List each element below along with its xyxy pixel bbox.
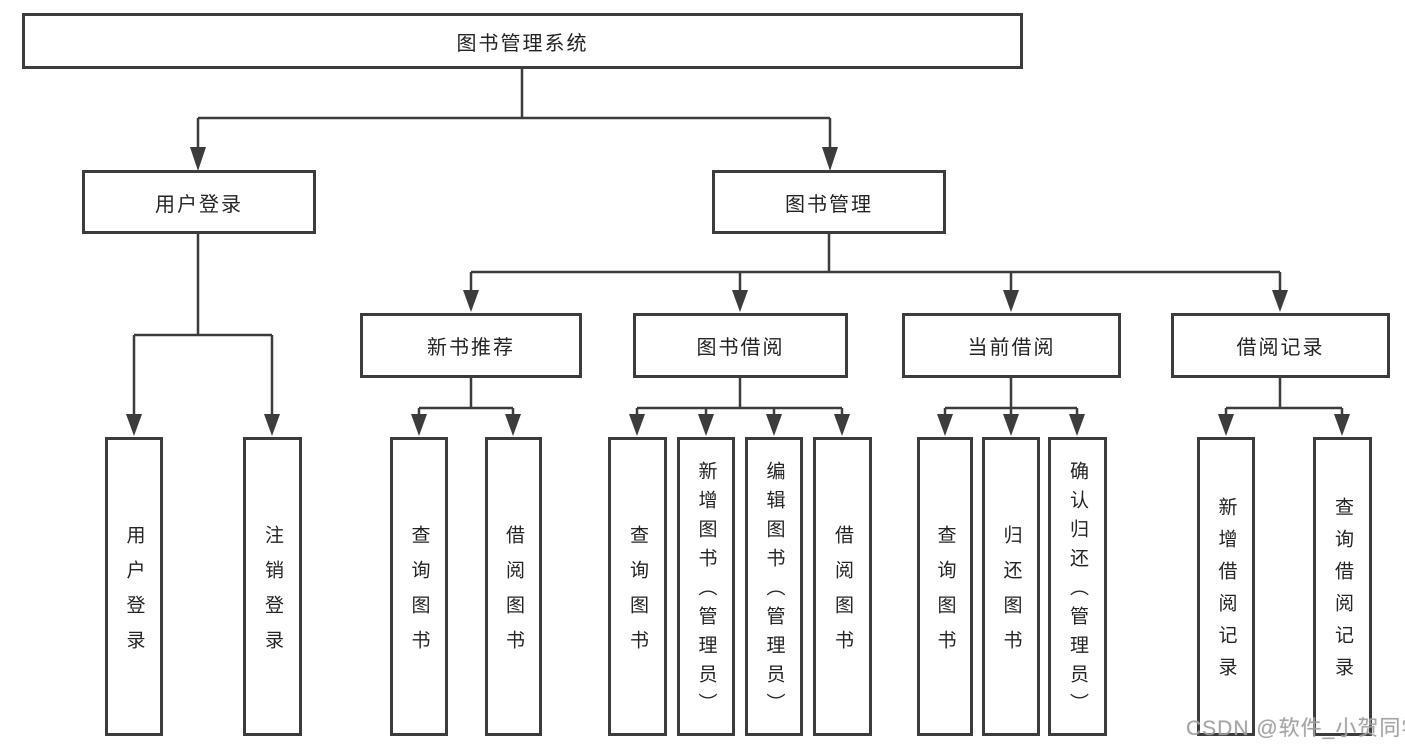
node-root-label: 图书管理系统 (456, 32, 589, 55)
connector-userlogin-to-leaves (126, 233, 280, 436)
leaf-query-books-current: 查询图书 (917, 437, 973, 736)
leaf-query-books-borrow: 查询图书 (608, 437, 667, 736)
leaf-add-borrow-record: 新增借阅记录 (1197, 437, 1255, 736)
node-book-management-label: 图书管理 (785, 193, 873, 216)
node-user-login-label: 用户登录 (155, 193, 243, 216)
node-borrow-records-label: 借阅记录 (1236, 337, 1325, 359)
node-root-system: 图书管理系统 (22, 13, 1023, 69)
connector-borrow-to-leaves (629, 377, 850, 436)
connector-newbooks-to-leaves (411, 377, 521, 436)
leaf-edit-books-admin: 编辑图书（管理员） (745, 437, 803, 736)
connector-bookmgmt-to-categories (463, 234, 1288, 312)
leaf-query-books-recommend: 查询图书 (390, 437, 448, 736)
node-new-book-recommend-label: 新书推荐 (427, 337, 515, 359)
node-current-borrow: 当前借阅 (902, 313, 1121, 378)
connector-current-to-leaves (937, 377, 1085, 436)
node-book-borrow-label: 图书借阅 (696, 337, 785, 359)
connector-records-to-leaves (1218, 377, 1350, 436)
leaf-logout-label: 注销登录 (262, 524, 283, 665)
leaf-add-borrow-record-label: 新增借阅记录 (1215, 497, 1237, 689)
leaf-query-books-current-label: 查询图书 (934, 524, 956, 665)
leaf-return-books-label: 归还图书 (1000, 524, 1022, 665)
connector-root-to-level2 (190, 67, 838, 171)
leaf-confirm-return-admin: 确认归还（管理员） (1048, 437, 1107, 736)
node-book-management: 图书管理 (712, 170, 946, 234)
node-new-book-recommend: 新书推荐 (360, 313, 582, 378)
leaf-return-books: 归还图书 (982, 437, 1040, 736)
node-borrow-records: 借阅记录 (1171, 313, 1390, 378)
leaf-user-login: 用户登录 (105, 437, 163, 736)
leaf-confirm-return-admin-label: 确认归还（管理员） (1067, 461, 1088, 722)
leaf-borrow-books-recommend: 借阅图书 (485, 437, 542, 736)
leaf-logout: 注销登录 (243, 437, 302, 736)
leaf-borrow-books-label: 借阅图书 (832, 524, 853, 665)
leaf-add-books-admin-label: 新增图书（管理员） (695, 461, 717, 722)
leaf-borrow-books-recommend-label: 借阅图书 (503, 524, 524, 665)
leaf-query-borrow-record-label: 查询借阅记录 (1332, 497, 1353, 689)
leaf-borrow-books: 借阅图书 (813, 437, 872, 736)
node-book-borrow: 图书借阅 (633, 313, 848, 378)
leaf-add-books-admin: 新增图书（管理员） (677, 437, 735, 736)
node-current-borrow-label: 当前借阅 (967, 337, 1056, 359)
node-user-login: 用户登录 (82, 170, 316, 234)
csdn-watermark: CSDN @软件_小贺同学 (1186, 717, 1405, 740)
leaf-edit-books-admin-label: 编辑图书（管理员） (763, 461, 785, 722)
leaf-user-login-label: 用户登录 (123, 524, 145, 665)
leaf-query-borrow-record: 查询借阅记录 (1313, 437, 1372, 736)
leaf-query-books-borrow-label: 查询图书 (627, 524, 648, 665)
leaf-query-books-recommend-label: 查询图书 (408, 524, 430, 665)
